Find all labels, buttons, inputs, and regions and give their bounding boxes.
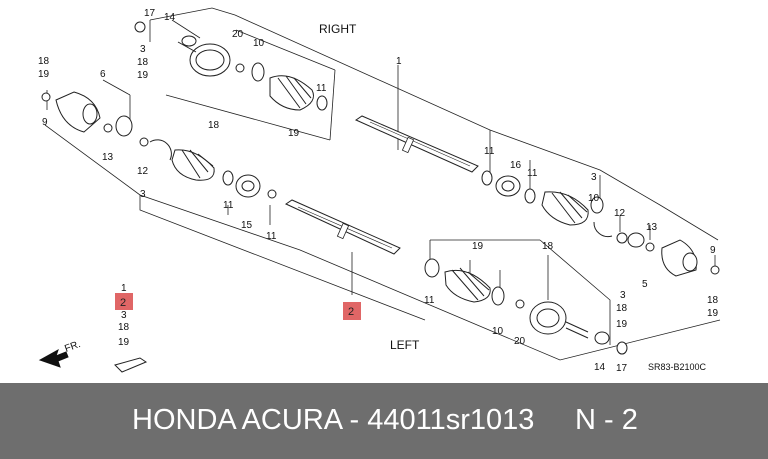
callout-19: 19 [137,70,149,81]
callout-9: 9 [710,245,716,256]
callout-12: 12 [137,166,149,177]
callout-14: 14 [594,362,606,373]
front-arrow-label: FR. [63,339,82,355]
callout-6: 6 [100,69,106,80]
driveshaft-exploded-diagram: FR. RIGHT LEFT SR83-B2100C 17 14 3 18 19… [38,7,721,374]
callout-18: 18 [707,295,719,306]
highlight-part-2-legend[interactable]: 2 [115,293,133,310]
callout-15: 15 [241,220,253,231]
callout-10: 10 [253,38,265,49]
highlight-box [343,302,361,320]
callout-19: 19 [707,308,719,319]
right-side-parts [134,21,720,277]
shaft-right [354,115,479,173]
highlight-part-number: 2 [348,306,354,318]
callout-13: 13 [102,152,114,163]
part-number-title: HONDA ACURA - 44011sr1013 [132,404,535,436]
callout-18: 18 [616,303,628,314]
callout-18: 18 [208,120,220,131]
callout-20: 20 [232,29,244,40]
callout-3: 3 [140,189,146,200]
callout-19: 19 [616,319,628,330]
callout-16: 16 [510,160,522,171]
callout-3: 3 [121,310,127,321]
callout-5: 5 [642,279,648,290]
callout-13: 13 [646,222,658,233]
callout-9: 9 [42,117,48,128]
callout-19: 19 [472,241,484,252]
right-side-label: RIGHT [319,22,357,36]
callout-10: 10 [588,193,600,204]
callout-3: 3 [620,290,626,301]
callout-18: 18 [542,241,554,252]
callout-19: 19 [118,337,130,348]
callout-numbers: 17 14 3 18 19 20 10 18 19 11 18 19 6 9 1… [38,8,719,374]
callout-18: 18 [118,322,130,333]
callout-10: 10 [492,326,504,337]
callout-11: 11 [266,231,277,242]
callout-11: 11 [527,168,538,179]
callout-1: 1 [396,56,402,67]
highlight-part-number: 2 [120,297,126,309]
callout-18: 18 [38,56,50,67]
callout-17: 17 [616,363,628,374]
callout-11: 11 [223,200,234,211]
left-side-label: LEFT [390,338,420,352]
callout-11: 11 [484,146,495,157]
leader-lines [44,7,721,361]
diagram-code: SR83-B2100C [648,362,707,372]
page-indicator: N - 2 [575,404,638,436]
footer-bar: HONDA ACURA - 44011sr1013 N - 2 [0,383,768,459]
callout-14: 14 [164,12,176,23]
callout-3: 3 [140,44,146,55]
callout-11: 11 [316,83,327,94]
callout-19: 19 [38,69,50,80]
highlight-box [115,293,133,310]
callout-19: 19 [288,128,300,139]
callout-20: 20 [514,336,526,347]
callout-17: 17 [144,8,156,19]
front-arrow: FR. [38,339,82,368]
left-side-parts [41,91,628,373]
callout-11: 11 [424,295,435,306]
callout-18: 18 [137,57,149,68]
highlight-part-2-shaft[interactable]: 2 [343,302,361,320]
callout-12: 12 [614,208,626,219]
callout-1: 1 [121,283,127,294]
callout-3: 3 [591,172,597,183]
shaft-left [284,199,401,255]
